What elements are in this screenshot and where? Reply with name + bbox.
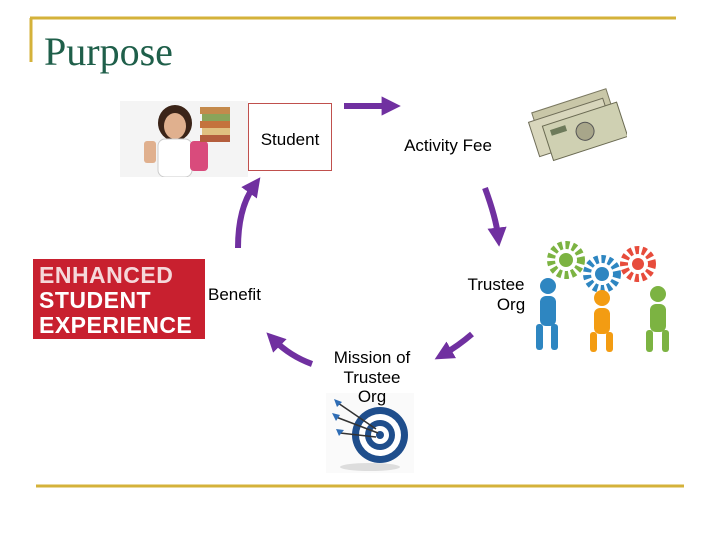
banner-line-2: STUDENT	[39, 287, 152, 313]
teamwork-gears-image	[536, 241, 669, 352]
arrow-benefit-to-student	[235, 177, 261, 249]
banner-line-3: EXPERIENCE	[39, 312, 193, 338]
target-dartboard-icon	[326, 393, 414, 473]
enhanced-student-experience-banner: ENHANCED STUDENT EXPERIENCE	[33, 259, 205, 339]
activity-fee-label: Activity Fee	[404, 136, 492, 155]
student-label: Student	[260, 130, 320, 149]
mission-line-1: Mission of	[333, 348, 411, 367]
trustee-org-label: Trustee Org	[452, 275, 540, 314]
banner-line-1: ENHANCED	[39, 262, 174, 288]
mission-line-3: Org	[357, 387, 387, 407]
slide-title: Purpose	[44, 29, 173, 74]
trustee-org-line-1: Trustee	[467, 275, 525, 294]
student-node	[248, 103, 332, 171]
trustee-org-line-2: Org	[496, 294, 526, 314]
arrow-trustee-to-mission	[434, 331, 474, 360]
mission-line-2: Trustee	[343, 367, 401, 387]
arrow-fee-to-trustee	[482, 186, 507, 247]
mission-label: Mission of Trustee Org	[312, 348, 432, 407]
arrow-mission-to-benefit	[266, 332, 314, 367]
student-photo	[120, 101, 248, 177]
benefit-label: Benefit	[208, 285, 261, 304]
money-photo	[527, 88, 627, 162]
